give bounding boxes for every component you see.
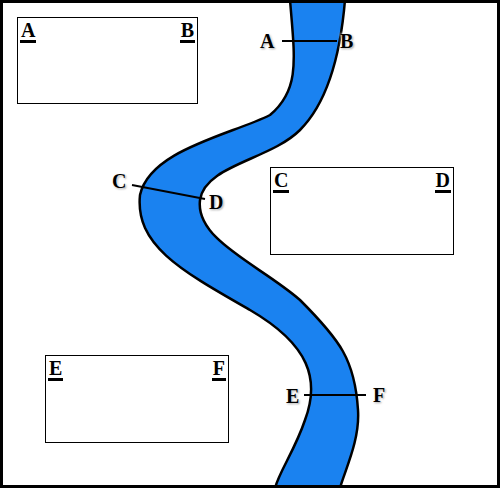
corner-letter: C	[273, 170, 289, 193]
corner-letter: A	[20, 20, 36, 43]
cross-section-line	[282, 40, 337, 42]
answer-box: EF	[45, 355, 229, 443]
cross-section-line	[304, 394, 366, 396]
section-endpoint-label: C	[112, 171, 126, 191]
section-endpoint-label: A	[260, 31, 274, 51]
corner-letter: E	[48, 358, 63, 381]
section-endpoint-label: D	[209, 192, 223, 212]
cross-section-line	[132, 185, 205, 199]
answer-box: CD	[270, 167, 454, 255]
section-endpoint-label: B	[340, 31, 353, 51]
corner-letter: D	[435, 170, 451, 193]
section-endpoint-label: F	[373, 385, 385, 405]
answer-box: AB	[17, 17, 198, 104]
corner-letter: B	[180, 20, 195, 43]
corner-letter: F	[212, 358, 226, 381]
section-endpoint-label: E	[286, 386, 299, 406]
